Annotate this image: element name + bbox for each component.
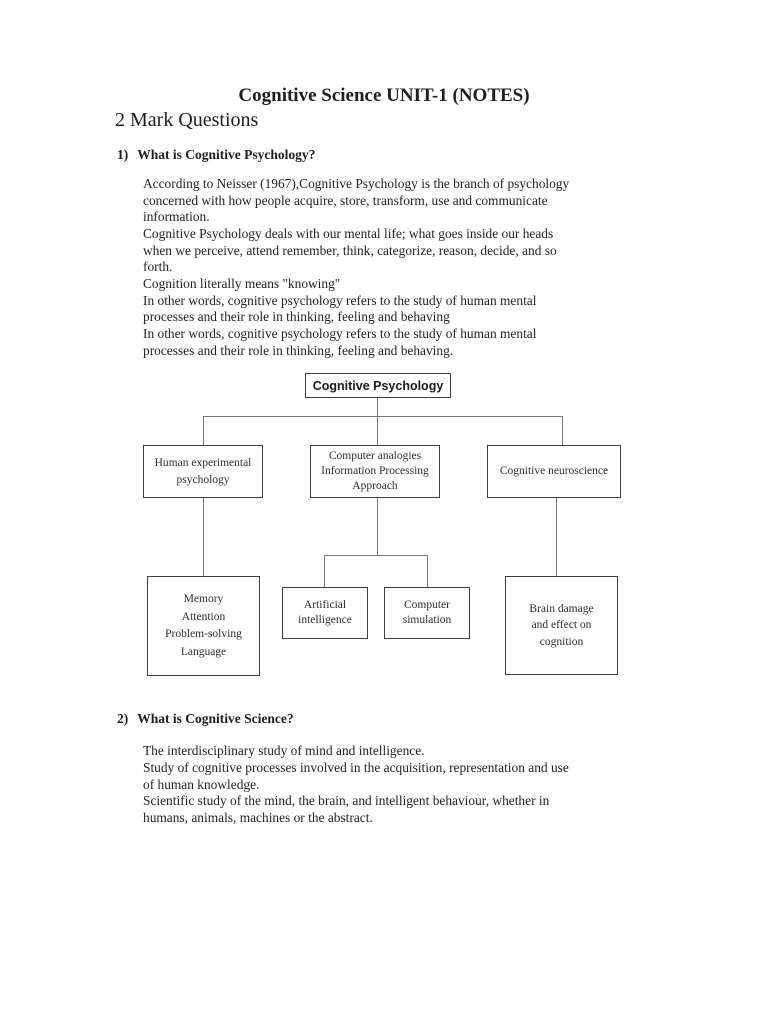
connector-middle-trunk2 — [377, 498, 378, 556]
connector-left-to-leaf — [203, 498, 204, 577]
body-line: In other words, cognitive psychology ref… — [143, 325, 537, 341]
diagram-box-human-experimental-psychology: Human experimental psychology — [143, 445, 263, 499]
diagram-box-line: Information Processing — [321, 465, 429, 478]
section2-number: 2) — [117, 711, 129, 727]
connector-drop-left — [203, 416, 204, 446]
body-line: when we perceive, attend remember, think… — [143, 242, 557, 258]
body-line: concerned with how people acquire, store… — [143, 192, 548, 208]
body-line: forth. — [143, 259, 173, 275]
section2-heading-text: What is Cognitive Science? — [137, 711, 294, 727]
body-line: The interdisciplinary study of mind and … — [143, 743, 425, 759]
body-line: information. — [143, 209, 210, 225]
connector-drop-ai — [324, 555, 325, 588]
body-line: Cognition literally means "knowing" — [143, 275, 341, 291]
diagram-box-line: Computer analogies — [328, 450, 422, 463]
diagram-box-computer-analogies: Computer analogies Information Processin… — [310, 445, 440, 499]
section2-body: The interdisciplinary study of mind and … — [143, 743, 768, 826]
connector-drop-middle — [377, 416, 378, 446]
body-line: Scientific study of the mind, the brain,… — [143, 793, 550, 809]
body-line: Study of cognitive processes involved in… — [143, 759, 569, 775]
body-line: of human knowledge. — [143, 776, 260, 792]
diagram-box-line: Memory — [183, 593, 224, 606]
section1-heading-text: What is Cognitive Psychology? — [137, 147, 316, 162]
diagram-box-line: Brain damage — [529, 602, 594, 615]
diagram-box-computer-simulation: Computer simulation — [384, 587, 470, 640]
diagram-box-line: Approach — [352, 480, 398, 493]
body-line: processes and their role in thinking, fe… — [143, 342, 454, 358]
connector-right-to-leaf — [556, 498, 557, 577]
diagram-box-memory-attention-problemsolving-language: Memory Attention Problem-solving Languag… — [147, 576, 260, 677]
diagram-box-label: Cognitive Psychology — [312, 378, 444, 393]
section1-heading: 1) What is Cognitive Psychology? — [117, 146, 768, 163]
page-title: Cognitive Science UNIT-1 (NOTES) — [238, 85, 530, 106]
connector-level1-horizontal — [203, 416, 563, 418]
body-line: According to Neisser (1967),Cognitive Ps… — [143, 176, 570, 191]
connector-drop-cs — [427, 555, 428, 588]
body-line: In other words, cognitive psychology ref… — [143, 292, 537, 308]
diagram-box-line: Attention — [181, 610, 226, 623]
body-line: Cognitive Psychology deals with our ment… — [143, 225, 554, 241]
section2-heading: 2) What is Cognitive Science? — [117, 710, 768, 727]
cognitive-psychology-diagram: Cognitive Psychology Human experimental … — [0, 373, 768, 677]
diagram-box-line: Language — [180, 645, 227, 658]
diagram-box-line: Artificial — [303, 598, 347, 611]
diagram-box-line: Cognitive neuroscience — [499, 465, 609, 478]
page-subtitle: 2 Mark Questions — [115, 109, 259, 131]
diagram-box-line: cognition — [539, 635, 584, 648]
diagram-box-line: Problem-solving — [165, 628, 242, 641]
diagram-box-line: Human experimental — [154, 456, 252, 469]
diagram-box-line: Computer — [404, 598, 450, 611]
diagram-box-line: psychology — [176, 473, 230, 486]
diagram-box-brain-damage: Brain damage and effect on cognition — [505, 576, 618, 676]
body-line: processes and their role in thinking, fe… — [143, 309, 450, 325]
connector-level2-horizontal — [324, 555, 428, 557]
section1-body: According to Neisser (1967),Cognitive Ps… — [143, 176, 768, 359]
body-line: humans, animals, machines or the abstrac… — [143, 809, 373, 825]
diagram-box-line: simulation — [402, 614, 452, 627]
diagram-box-artificial-intelligence: Artificial intelligence — [282, 587, 368, 640]
section1-number: 1) — [117, 147, 129, 162]
diagram-box-cognitive-psychology: Cognitive Psychology — [305, 373, 451, 399]
diagram-box-line: and effect on — [531, 619, 592, 632]
diagram-box-cognitive-neuroscience: Cognitive neuroscience — [487, 445, 621, 499]
connector-root-trunk — [377, 398, 378, 417]
connector-drop-right — [562, 416, 563, 446]
diagram-box-line: intelligence — [298, 614, 352, 627]
